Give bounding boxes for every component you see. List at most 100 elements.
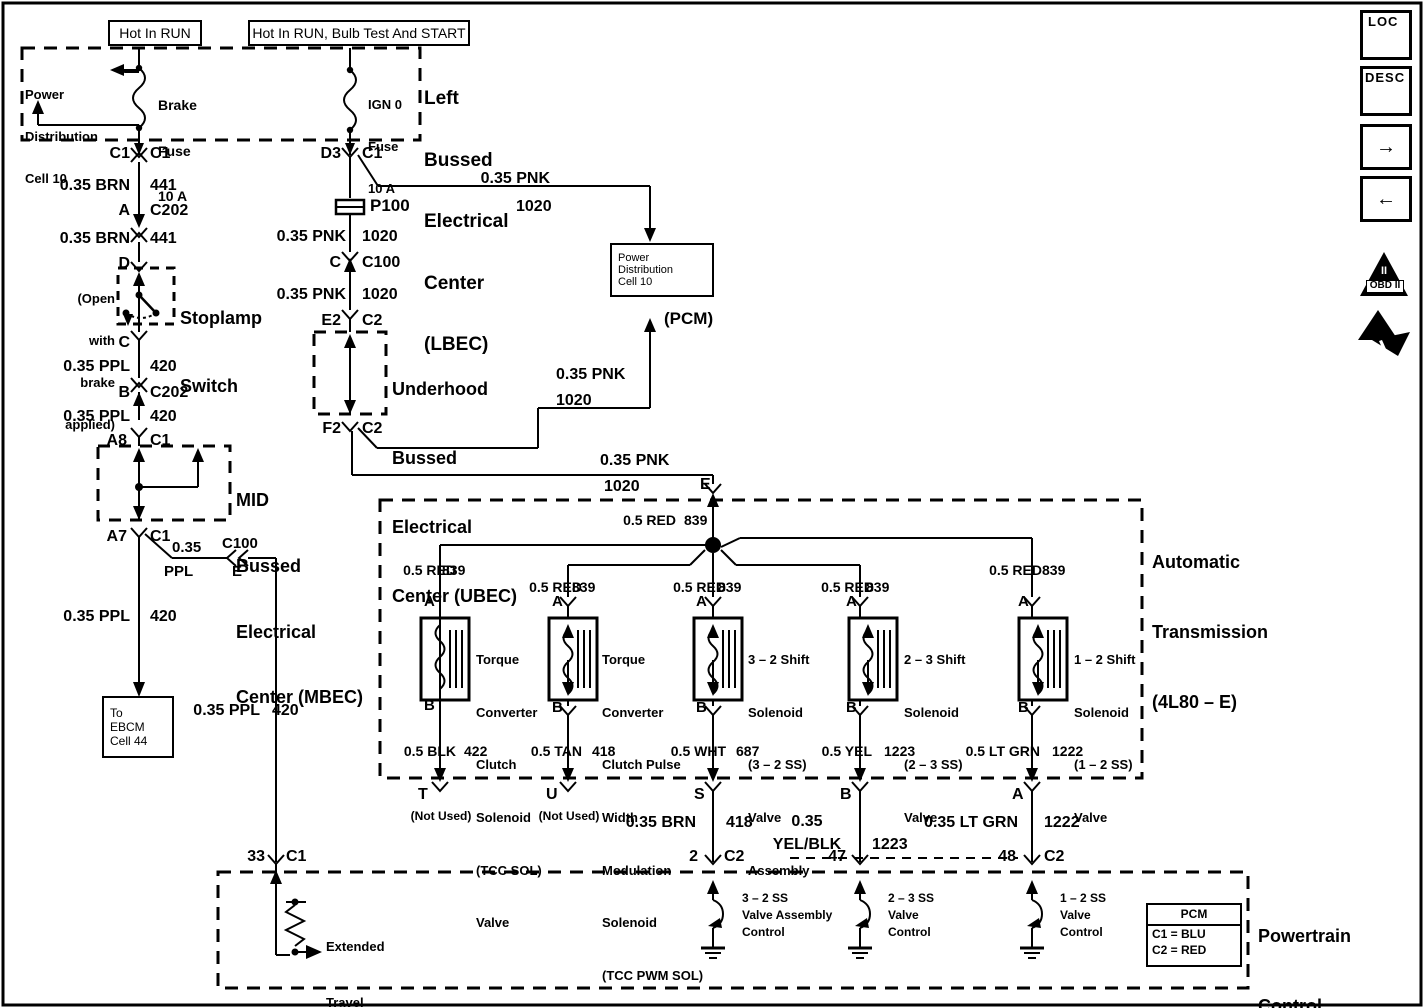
pin-b: B: [118, 384, 130, 401]
splice-p100-label: P100: [370, 196, 410, 215]
desc-icon[interactable]: DESC: [1360, 66, 1412, 116]
hot-in-run-bulb-label: Hot In RUN, Bulb Test And START: [248, 20, 470, 46]
wire-420-num-1: 420: [150, 358, 177, 375]
sol-5-out-num: 1222: [1052, 743, 1084, 759]
sol-3-out-wire: 0.5 WHT: [670, 743, 726, 759]
sol-5-pcm-conn: C2: [1044, 848, 1065, 865]
sol-1-pin-bottom: B: [424, 697, 435, 714]
sol-5-pcm-control: 1 – 2 SS Valve Control: [1060, 891, 1107, 939]
hot-in-run-text: Hot In RUN: [119, 25, 191, 41]
wire-pnk-2: 0.35 PNK: [276, 286, 346, 303]
sol-5-in-num: 839: [1042, 562, 1066, 578]
sol-3-pin-top: A: [696, 593, 707, 610]
wire-420-num-2: 420: [150, 408, 177, 425]
wire-ppl-c100-color2: PPL: [164, 563, 194, 580]
loc-icon[interactable]: LOC: [1360, 10, 1412, 60]
sol-3-pcm-wire: 0.35 BRN: [625, 814, 696, 831]
sol-2-out-wire: 0.5 TAN: [530, 743, 582, 759]
ebcm-line-1: To: [110, 706, 123, 720]
conn-c1-a8: C1: [150, 432, 171, 449]
wire-441-brn-2: 0.35 BRN: [59, 230, 130, 247]
obd-ii-icon[interactable]: II OBD II: [1360, 252, 1408, 296]
loc-icon-label: LOC: [1368, 14, 1399, 29]
ubec-label: Underhood Bussed Electrical Center (UBEC…: [392, 379, 518, 607]
pcm-brake-conn: C1: [286, 848, 307, 865]
sol-5-out-wire: 0.5 LT GRN: [965, 743, 1040, 759]
sol-3-pin-bottom: B: [696, 699, 707, 716]
sol-4-pin-bottom: B: [846, 699, 857, 716]
sol-4-pin-top: A: [846, 593, 857, 610]
pcm-brake-pin: 33: [247, 848, 265, 865]
conn-c100-left: C100: [222, 535, 258, 552]
sol-2-in-wire: 0.5 RED: [529, 579, 582, 595]
sol-3-out-num: 687: [736, 743, 760, 759]
pin-f2: F2: [322, 420, 341, 437]
sol-1-in-wire: 0.5 RED: [403, 562, 456, 578]
pdc-pcm-line-1: Power: [618, 252, 650, 264]
pin-d3: D3: [320, 145, 341, 162]
pin-c-c100: C: [329, 254, 341, 271]
pin-a7: A7: [106, 528, 127, 545]
esd-warning-icon[interactable]: [1358, 310, 1410, 356]
sol-2-conn-note: (Not Used): [538, 809, 600, 823]
obd-ii-roman: II: [1380, 265, 1388, 277]
conn-c1-d3: C1: [362, 145, 383, 162]
sol-1-name: Torque Converter Clutch Solenoid (TCC SO…: [476, 652, 542, 931]
feed-wire-color: 0.5 RED: [623, 512, 676, 528]
sol-4-pcm-num: 1223: [872, 836, 908, 853]
wire-pnk-ubec-num: 1020: [556, 392, 592, 409]
arrow-left-icon[interactable]: ←: [1360, 176, 1412, 222]
sol-1-conn-letter: T: [418, 786, 428, 803]
pcm-legend-c2: C2 = RED: [1152, 943, 1207, 958]
wire-420-ppl-3: 0.35 PPL: [63, 608, 130, 625]
wire-441-brn-1: 0.35 BRN: [59, 177, 130, 194]
sol-1-out-wire: 0.5 BLK: [403, 743, 456, 759]
wire-pnk-2-num: 1020: [362, 286, 398, 303]
pin-d: D: [118, 255, 130, 272]
sol-3-conn-letter: S: [694, 786, 705, 803]
sol-5-pin-top: A: [1018, 593, 1029, 610]
extended-travel-brake-switch-label: Extended Travel Brake Switch Input: [326, 938, 385, 1008]
pin-e2: E2: [321, 312, 341, 329]
pin-e-c100: E: [232, 563, 243, 580]
power-distribution-cell-10-lbec: Power Distribution Cell 10: [25, 87, 98, 187]
sol-4-out-num: 1223: [884, 743, 916, 759]
pcm-label: Powertrain Control Module (PCM): [1258, 925, 1352, 1008]
sol-5-name: 1 – 2 Shift Solenoid (1 – 2 SS) Valve: [1074, 652, 1136, 826]
feed-wire-num: 839: [684, 512, 708, 528]
pin-c-stoplamp: C: [118, 334, 130, 351]
lbec-label: Left Bussed Electrical Center (LBEC): [424, 88, 509, 356]
sol-5-pcm-num: 1222: [1044, 814, 1080, 831]
arrow-right-icon[interactable]: →: [1360, 124, 1412, 170]
pcm-legend-title: PCM: [1148, 905, 1240, 926]
wire-ppl-c100-color: 0.35: [172, 539, 202, 556]
sol-4-conn-letter: B: [840, 786, 852, 803]
conn-c2-e2: C2: [362, 312, 383, 329]
sol-5-pin-bottom: B: [1018, 699, 1029, 716]
wire-pnk-1: 0.35 PNK: [276, 228, 346, 245]
sol-2-pin-bottom: B: [552, 699, 563, 716]
conn-c202-1: C202: [150, 202, 189, 219]
wire-pnk-trans: 0.35 PNK: [600, 452, 670, 469]
ign-fuse-label: IGN 0 Fuse 10 A: [368, 97, 402, 197]
wire-420-ppl-4: 0.35 PPL: [193, 702, 260, 719]
stoplamp-switch-label: Stoplamp Switch: [180, 308, 263, 396]
power-distribution-cell-10-pcm-box: Power Distribution Cell 10: [610, 243, 714, 297]
sol-3-pcm-pin: 2: [689, 848, 698, 865]
sol-2-conn-letter: U: [546, 786, 558, 803]
conn-c202-2: C202: [150, 384, 189, 401]
stoplamp-note: (Open with brake applied): [65, 291, 115, 433]
sol-2-out-num: 418: [592, 743, 616, 759]
sol-2-name: Torque Converter Clutch Pulse Width Modu…: [602, 652, 704, 983]
wire-420-num-4: 420: [272, 702, 299, 719]
obd-ii-label: OBD II: [1366, 280, 1404, 293]
wire-441-num-2: 441: [150, 230, 177, 247]
pin-a: A: [118, 202, 130, 219]
sol-3-in-wire: 0.5 RED: [673, 579, 726, 595]
sol-4-in-wire: 0.5 RED: [821, 579, 874, 595]
sol-4-in-num: 839: [866, 579, 890, 595]
sol-3-pcm-num: 418: [726, 814, 753, 831]
wire-pnk-ubec: 0.35 PNK: [556, 366, 626, 383]
sol-1-out-num: 422: [464, 743, 488, 759]
